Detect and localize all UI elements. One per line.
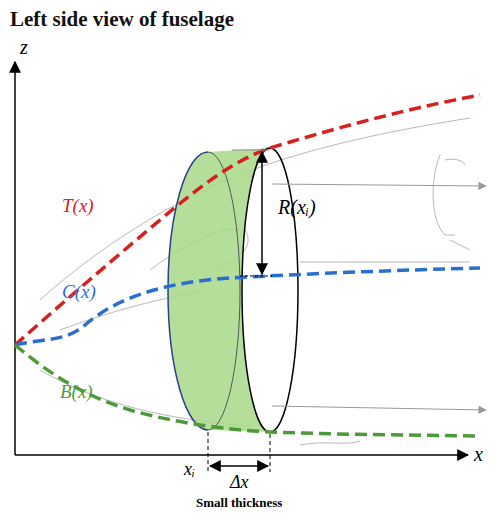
radius-arrow: [261, 152, 263, 274]
radius-label: R(xᵢ): [278, 196, 316, 218]
curve-label: B(x): [60, 382, 93, 403]
dim-line: [270, 434, 271, 472]
sketch-lines: [40, 118, 470, 445]
x-axis: [15, 454, 468, 456]
curve-label: C(x): [62, 282, 96, 303]
guide-line: [232, 150, 270, 151]
diagram-title: Left side view of fuselage: [10, 8, 234, 31]
thickness-label: Δx: [230, 473, 249, 493]
position-label: xᵢ: [184, 460, 195, 480]
radius-base: [240, 276, 272, 277]
axis-label: z: [20, 36, 28, 58]
guide-arrow: [272, 184, 486, 186]
guide-arrow: [272, 406, 486, 410]
bottom-curve: [15, 345, 480, 436]
slice-front-circle: [242, 148, 298, 432]
z-axis: [14, 62, 16, 455]
slice-fill: [168, 148, 270, 432]
slice-back-hidden: [208, 152, 240, 430]
note-label: Small thickness: [196, 496, 282, 510]
center-curve: [15, 268, 480, 345]
thickness-arrow: [210, 465, 268, 467]
slice-back-edge: [168, 152, 208, 430]
dim-line: [208, 432, 209, 472]
axis-label: x: [474, 443, 483, 465]
top-curve: [15, 95, 480, 345]
curve-label: T(x): [62, 196, 94, 217]
